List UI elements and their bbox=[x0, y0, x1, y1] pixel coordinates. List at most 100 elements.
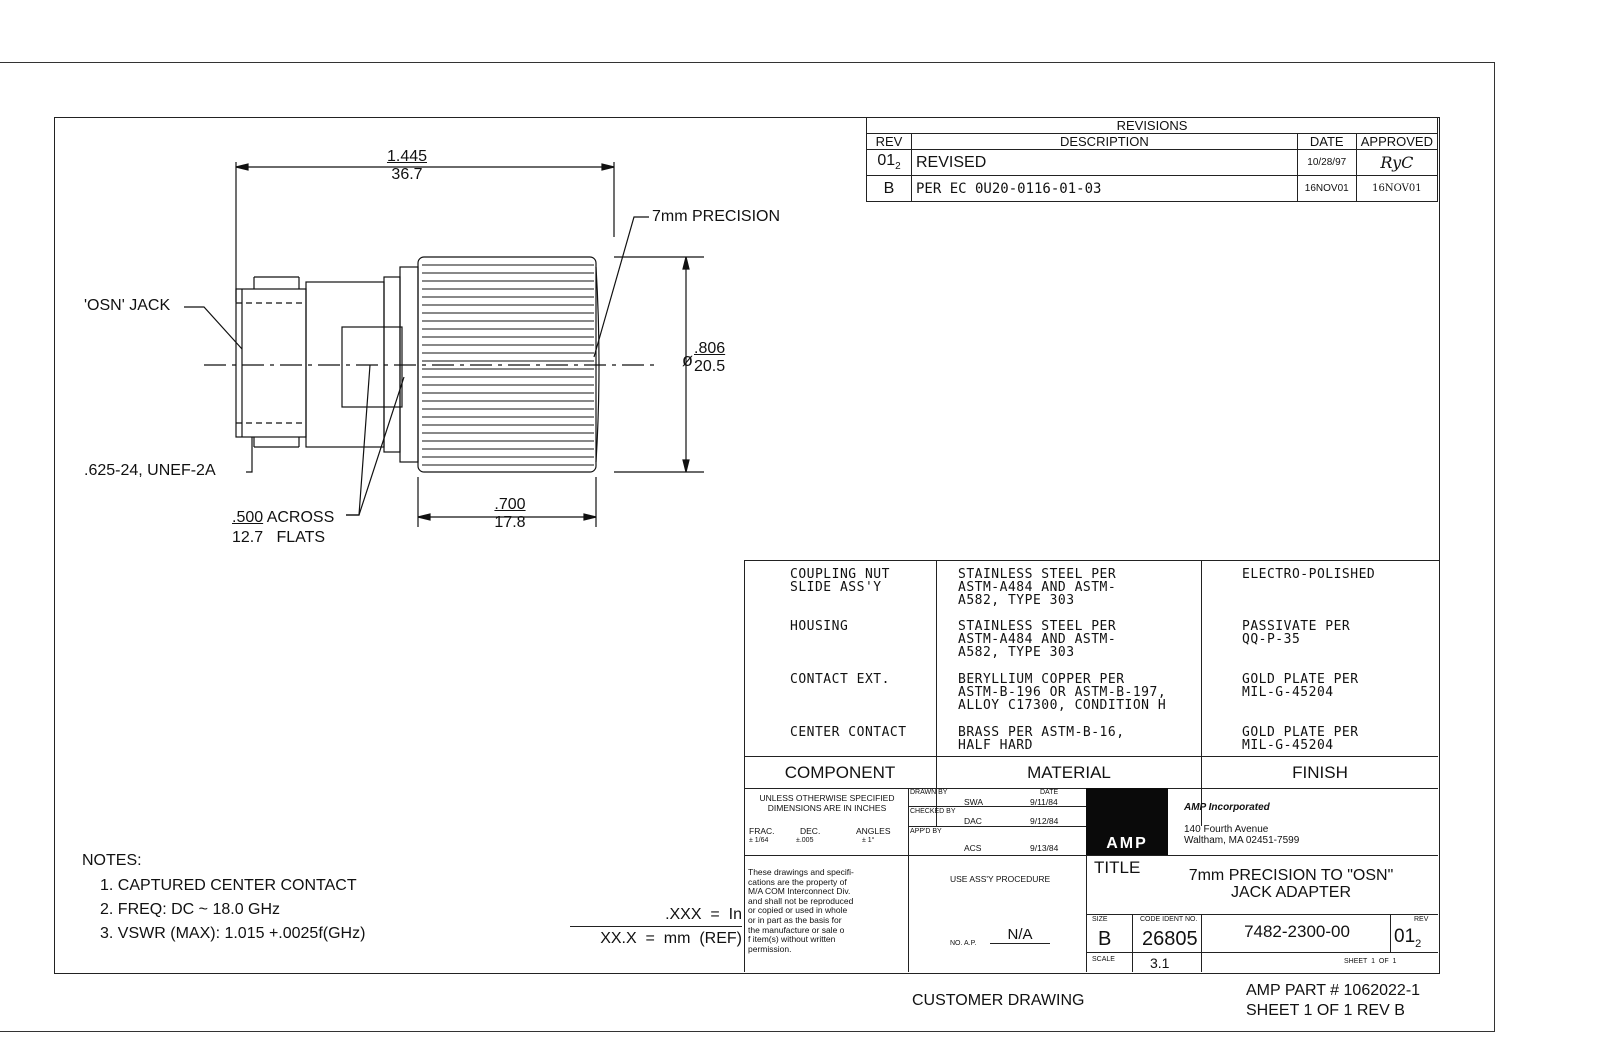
revision-row: 012 REVISED 10/28/97 RyC bbox=[866, 149, 1439, 176]
scale-value: 3.1 bbox=[1150, 955, 1170, 971]
drawing-border bbox=[54, 117, 1440, 974]
sheet-count: SHEET 1 OF 1 bbox=[1344, 958, 1397, 965]
size-value: B bbox=[1098, 928, 1112, 950]
jack-callout: 'OSN' JACK bbox=[84, 297, 171, 314]
component-center-contact: CENTER CONTACT bbox=[790, 725, 907, 740]
code-ident-label: CODE IDENT NO. bbox=[1140, 916, 1198, 923]
appd-date: 9/13/84 bbox=[1030, 843, 1059, 853]
checked-date: 9/12/84 bbox=[1030, 816, 1059, 826]
flats-mm: 12.7 bbox=[232, 529, 264, 546]
no-ap-label: NO. A.P. bbox=[950, 940, 977, 947]
note-item: 1. CAPTURED CENTER CONTACT bbox=[100, 877, 357, 894]
code-ident-value: 26805 bbox=[1142, 928, 1198, 950]
materials-divider bbox=[936, 560, 937, 826]
component-contact-ext: CONTACT EXT. bbox=[790, 672, 890, 687]
thread-leader bbox=[246, 437, 253, 473]
company-name: AMP Incorporated bbox=[1184, 802, 1270, 813]
arrowhead bbox=[235, 163, 249, 171]
company-address-1: 140 Fourth Avenue bbox=[1184, 824, 1269, 835]
material-coupling-nut: STAINLESS STEEL PER ASTM-A484 AND ASTM- … bbox=[958, 567, 1117, 608]
overall-length-mm: 36.7 bbox=[391, 166, 423, 183]
approved-header: APPROVED bbox=[1355, 133, 1439, 150]
diameter-mm: 20.5 bbox=[694, 358, 726, 375]
material-housing: STAINLESS STEEL PER ASTM-A484 AND ASTM- … bbox=[958, 619, 1117, 660]
connector-drawing bbox=[184, 162, 704, 527]
flats-in: .500 bbox=[232, 509, 264, 526]
rev-subscript: 2 bbox=[895, 161, 901, 173]
proprietary-notice: These drawings and specifi- cations are … bbox=[748, 867, 854, 954]
drawn-by-label: DRAWN BY bbox=[910, 789, 948, 796]
material-contact-ext: BERYLLIUM COPPER PER ASTM-B-196 OR ASTM-… bbox=[958, 672, 1167, 713]
date-label: DATE bbox=[1040, 789, 1059, 796]
checked-by-label: CHECKED BY bbox=[910, 808, 956, 815]
revisions-title: REVISIONS bbox=[866, 117, 1438, 134]
thread-callout: .625-24, UNEF-2A bbox=[84, 462, 216, 479]
knurl-pattern bbox=[422, 264, 594, 466]
dec-label: DEC. bbox=[800, 826, 821, 836]
notes-heading: NOTES: bbox=[82, 852, 142, 869]
scale-label: SCALE bbox=[1092, 956, 1115, 963]
nut-length-in: .700 bbox=[494, 496, 526, 513]
rev-subscript: 2 bbox=[1415, 937, 1422, 950]
flats-label-2: FLATS bbox=[276, 529, 326, 546]
units-inches: .XXX = In bbox=[570, 906, 742, 927]
amp-logo: AMP bbox=[1086, 788, 1168, 855]
material-header: MATERIAL bbox=[937, 756, 1201, 789]
frac-label: FRAC. bbox=[749, 826, 775, 836]
drawn-date: 9/11/84 bbox=[1030, 797, 1058, 807]
jack-body bbox=[235, 288, 307, 438]
description-header: DESCRIPTION bbox=[911, 133, 1298, 150]
rev-date: 16NOV01 bbox=[1296, 175, 1357, 202]
approval-date: 16NOV01 bbox=[1355, 175, 1439, 202]
title-label: TITLE bbox=[1094, 858, 1141, 877]
jack-leader bbox=[184, 306, 243, 350]
rev-description: REVISED bbox=[911, 149, 1298, 176]
component-coupling-nut: COUPLING NUT SLIDE ASS'Y bbox=[790, 567, 890, 595]
amp-part-number: AMP PART # 1062022-1 bbox=[1246, 982, 1421, 999]
nut-length-mm: 17.8 bbox=[494, 514, 526, 531]
precision-callout: 7mm PRECISION bbox=[652, 208, 781, 225]
hex-flats bbox=[341, 326, 403, 408]
tolerance-heading: UNLESS OTHERWISE SPECIFIED DIMENSIONS AR… bbox=[759, 793, 895, 813]
revisions-table: REVISIONS REV DESCRIPTION DATE APPROVED … bbox=[866, 117, 1439, 202]
outer-frame bbox=[0, 62, 1495, 1032]
revision-row: B PER EC 0U20-0116-01-03 16NOV01 16NOV01 bbox=[866, 175, 1439, 202]
frac-value: ± 1/64 bbox=[749, 837, 769, 844]
rev-value: B bbox=[866, 175, 912, 202]
finish-housing: PASSIVATE PER QQ-P-35 bbox=[1242, 619, 1351, 647]
appd-by: ACS bbox=[964, 843, 982, 853]
finish-divider bbox=[1201, 560, 1202, 826]
material-center-contact: BRASS PER ASTM-B-16, HALF HARD bbox=[958, 725, 1125, 753]
finish-header: FINISH bbox=[1202, 756, 1438, 789]
no-ap-value: N/A bbox=[990, 926, 1050, 944]
drawing-number: 7482-2300-00 bbox=[1244, 922, 1350, 941]
finish-center-contact: GOLD PLATE PER MIL-G-45204 bbox=[1242, 725, 1359, 753]
finish-contact-ext: GOLD PLATE PER MIL-G-45204 bbox=[1242, 672, 1359, 700]
drawing-title-line-1: 7mm PRECISION TO "OSN" bbox=[1188, 867, 1394, 884]
rev-date: 10/28/97 bbox=[1296, 149, 1357, 176]
diameter-symbol: ø bbox=[682, 350, 693, 370]
angles-value: ± 1° bbox=[862, 837, 875, 844]
appd-by-label: APP'D BY bbox=[910, 828, 942, 835]
diameter-in: .806 bbox=[694, 340, 726, 357]
checked-by: DAC bbox=[964, 816, 982, 826]
drawn-by: SWA bbox=[964, 797, 984, 807]
procedure-note: USE ASS'Y PROCEDURE bbox=[950, 874, 1051, 884]
angles-label: ANGLES bbox=[856, 826, 891, 836]
footer-sheet-rev: SHEET 1 OF 1 REV B bbox=[1246, 1002, 1405, 1019]
rev-value: 01 bbox=[1394, 926, 1416, 947]
flats-label-1: ACROSS bbox=[266, 509, 335, 526]
date-header: DATE bbox=[1296, 133, 1357, 150]
finish-coupling-nut: ELECTRO-POLISHED bbox=[1242, 567, 1376, 582]
rev-description: PER EC 0U20-0116-01-03 bbox=[911, 175, 1298, 202]
approval-signature: RyC bbox=[1355, 149, 1439, 176]
overall-length-in: 1.445 bbox=[386, 148, 428, 165]
precision-leader bbox=[593, 216, 649, 358]
company-address-2: Waltham, MA 02451-7599 bbox=[1184, 835, 1300, 846]
drawing-title-line-2: JACK ADAPTER bbox=[1230, 884, 1352, 901]
units-mm: XX.X = mm (REF) bbox=[600, 930, 742, 947]
component-housing: HOUSING bbox=[790, 619, 849, 634]
amp-logo-text: AMP bbox=[1106, 835, 1148, 852]
rev-value: 01 bbox=[877, 152, 896, 170]
component-header: COMPONENT bbox=[744, 756, 936, 789]
